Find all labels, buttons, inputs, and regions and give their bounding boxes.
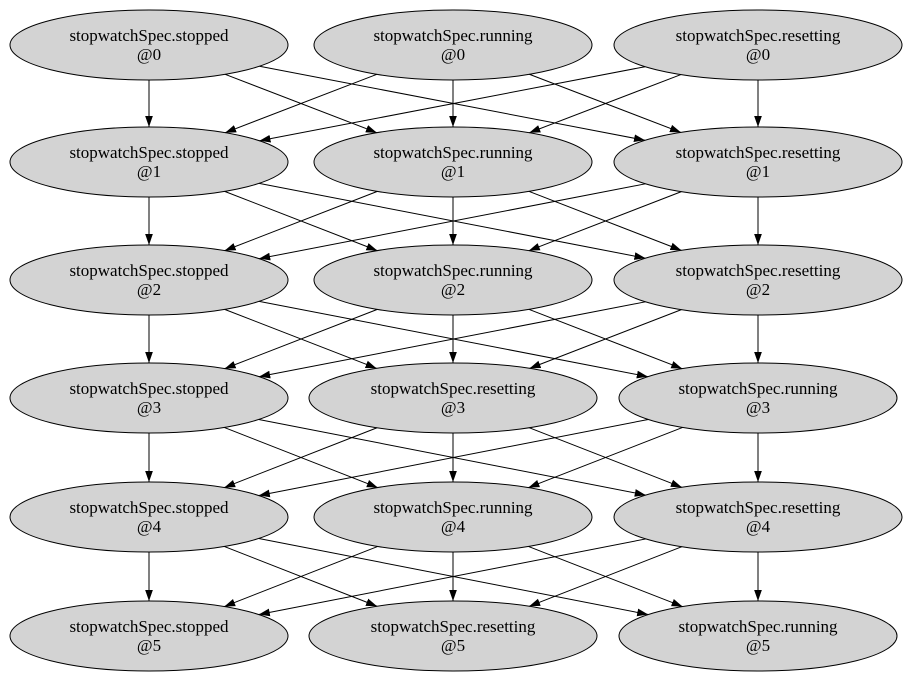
graph-node-stopped-2: stopwatchSpec.stopped@2 xyxy=(9,244,289,316)
node-label: stopwatchSpec.resetting xyxy=(676,143,841,162)
node-step-label: @4 xyxy=(137,517,162,536)
graph-node-stopped-0: stopwatchSpec.stopped@0 xyxy=(9,9,289,81)
node-label: stopwatchSpec.stopped xyxy=(69,26,229,45)
graph-edge-resetting-3-to-stopped-4 xyxy=(224,427,378,489)
graph-node-running-2: stopwatchSpec.running@2 xyxy=(313,244,593,316)
graph-node-stopped-5: stopwatchSpec.stopped@5 xyxy=(9,600,289,672)
node-label: stopwatchSpec.resetting xyxy=(676,498,841,517)
node-step-label: @0 xyxy=(441,45,465,64)
node-label: stopwatchSpec.running xyxy=(678,379,838,398)
node-step-label: @5 xyxy=(137,636,161,655)
node-label: stopwatchSpec.stopped xyxy=(69,498,229,517)
graph-edge-resetting-4-to-resetting-5 xyxy=(528,546,683,607)
edges-layer xyxy=(145,65,762,617)
graph-node-running-3: stopwatchSpec.running@3 xyxy=(618,362,898,434)
node-step-label: @1 xyxy=(137,162,161,181)
nodes-layer: stopwatchSpec.stopped@0stopwatchSpec.run… xyxy=(9,9,903,672)
node-label: stopwatchSpec.running xyxy=(373,143,533,162)
node-label: stopwatchSpec.resetting xyxy=(371,617,536,636)
graph-edge-resetting-4-to-stopped-5 xyxy=(258,538,646,617)
graph-edge-resetting-0-to-running-1 xyxy=(529,74,682,134)
node-step-label: @3 xyxy=(746,398,770,417)
node-label: stopwatchSpec.running xyxy=(373,261,533,280)
graph-edge-resetting-1-to-running-2 xyxy=(528,191,682,252)
graph-node-running-5: stopwatchSpec.running@5 xyxy=(618,600,898,672)
graph-node-stopped-1: stopwatchSpec.stopped@1 xyxy=(9,126,289,198)
graph-edge-running-1-to-stopped-2 xyxy=(224,190,378,252)
node-label: stopwatchSpec.stopped xyxy=(69,261,229,280)
graph-node-stopped-3: stopwatchSpec.stopped@3 xyxy=(9,362,289,434)
node-step-label: @2 xyxy=(441,280,465,299)
graph-node-running-0: stopwatchSpec.running@0 xyxy=(313,9,593,81)
graph-edge-resetting-0-to-stopped-1 xyxy=(259,66,646,143)
graph-edge-resetting-2-to-stopped-3 xyxy=(259,301,646,379)
node-step-label: @0 xyxy=(746,45,770,64)
graph-node-running-4: stopwatchSpec.running@4 xyxy=(313,481,593,553)
graph-edge-running-3-to-running-4 xyxy=(528,426,683,489)
node-step-label: @0 xyxy=(137,45,161,64)
graph-node-running-1: stopwatchSpec.running@1 xyxy=(313,126,593,198)
node-label: stopwatchSpec.running xyxy=(373,26,533,45)
node-step-label: @2 xyxy=(746,280,770,299)
graph-edge-resetting-2-to-resetting-3 xyxy=(529,309,682,369)
node-label: stopwatchSpec.resetting xyxy=(676,26,841,45)
node-label: stopwatchSpec.resetting xyxy=(371,379,536,398)
node-step-label: @4 xyxy=(746,517,771,536)
node-step-label: @5 xyxy=(746,636,770,655)
graph-node-resetting-3: stopwatchSpec.resetting@3 xyxy=(308,362,598,434)
graph-edge-running-3-to-stopped-4 xyxy=(258,418,649,498)
node-step-label: @4 xyxy=(441,517,466,536)
node-step-label: @3 xyxy=(137,398,161,417)
node-label: stopwatchSpec.resetting xyxy=(676,261,841,280)
graph-node-resetting-1: stopwatchSpec.resetting@1 xyxy=(613,126,903,198)
node-step-label: @3 xyxy=(441,398,465,417)
node-label: stopwatchSpec.stopped xyxy=(69,379,229,398)
node-step-label: @1 xyxy=(746,162,770,181)
node-label: stopwatchSpec.stopped xyxy=(69,143,229,162)
graph-node-resetting-4: stopwatchSpec.resetting@4 xyxy=(613,481,903,553)
graph-edge-running-4-to-stopped-5 xyxy=(224,545,378,608)
graph-edge-running-2-to-stopped-3 xyxy=(224,308,378,370)
node-label: stopwatchSpec.running xyxy=(678,617,838,636)
graph-node-stopped-4: stopwatchSpec.stopped@4 xyxy=(9,481,289,553)
node-label: stopwatchSpec.running xyxy=(373,498,533,517)
node-step-label: @5 xyxy=(441,636,465,655)
graph-edge-resetting-1-to-stopped-2 xyxy=(259,183,646,261)
node-step-label: @2 xyxy=(137,280,161,299)
graph-node-resetting-0: stopwatchSpec.resetting@0 xyxy=(613,9,903,81)
node-label: stopwatchSpec.stopped xyxy=(69,617,229,636)
graph-node-resetting-5: stopwatchSpec.resetting@5 xyxy=(308,600,598,672)
graph-node-resetting-2: stopwatchSpec.resetting@2 xyxy=(613,244,903,316)
graph-edge-running-0-to-stopped-1 xyxy=(224,73,378,134)
node-step-label: @1 xyxy=(441,162,465,181)
